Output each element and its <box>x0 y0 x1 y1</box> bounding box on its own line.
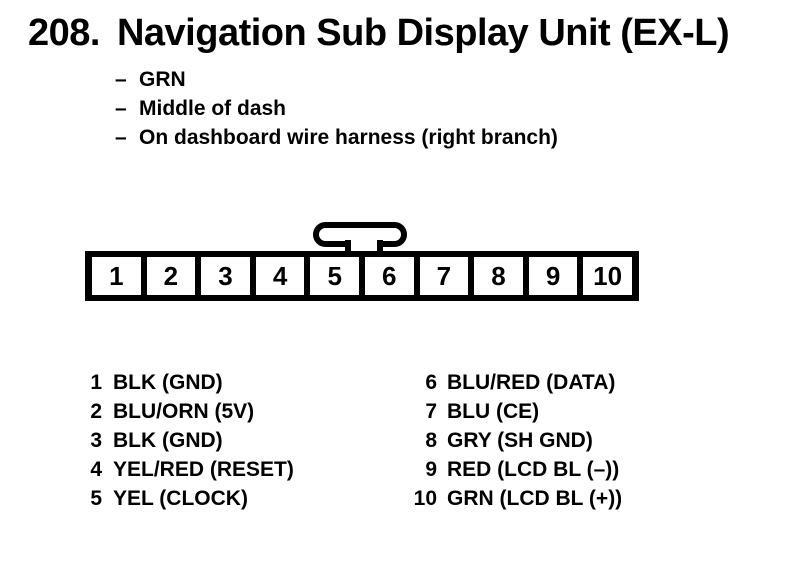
pin-number: 4 <box>90 458 102 481</box>
connector-pin-cell: 2 <box>146 257 196 295</box>
pin-label: GRY (SH GND) <box>447 429 593 452</box>
pin-row: 4 YEL/RED (RESET) <box>83 455 294 484</box>
pin-label: GRN (LCD BL (+)) <box>447 487 623 510</box>
pin-label: YEL (CLOCK) <box>113 487 248 510</box>
pin-label: BLU/RED (DATA) <box>447 371 616 394</box>
detail-text: GRN <box>139 68 186 91</box>
location-details: – GRN – Middle of dash – On dashboard wi… <box>115 65 558 152</box>
pin-row: 9 RED (LCD BL (–)) <box>411 455 622 484</box>
pin-number: 7 <box>425 400 437 423</box>
connector-pin-cell: 3 <box>201 257 250 295</box>
connector-pin-cell: 10 <box>583 257 632 295</box>
connector-pin-cell: 9 <box>528 257 578 295</box>
connector-lock-tab-stem-right <box>377 240 383 251</box>
pin-number: 1 <box>90 371 102 394</box>
pin-row: 5 YEL (CLOCK) <box>83 484 294 513</box>
pin-number: 2 <box>90 400 102 423</box>
connector-body: 1 2 3 4 5 6 7 8 9 10 <box>85 251 639 301</box>
connector-pin-cell: 4 <box>255 257 305 295</box>
pin-label: BLU/ORN (5V) <box>113 400 255 423</box>
connector-pin-cell: 6 <box>364 257 414 295</box>
pinout-list-right: 6 BLU/RED (DATA) 7 BLU (CE) 8 GRY (SH GN… <box>411 368 623 513</box>
pin-row: 6 BLU/RED (DATA) <box>411 368 622 397</box>
dash-bullet: – <box>115 68 127 91</box>
pin-number: 10 <box>413 487 437 510</box>
pin-number: 8 <box>425 429 437 452</box>
section-number: 208. <box>28 12 100 54</box>
detail-text: On dashboard wire harness (right branch) <box>139 126 558 149</box>
dash-bullet: – <box>115 126 127 149</box>
pin-number: 9 <box>425 458 437 481</box>
pin-number: 5 <box>90 487 102 510</box>
detail-item: – On dashboard wire harness (right branc… <box>115 123 558 152</box>
pin-row: 10 GRN (LCD BL (+)) <box>411 484 623 513</box>
section-header: 208. Navigation Sub Display Unit (EX-L) <box>28 12 730 55</box>
pin-row: 1 BLK (GND) <box>83 368 294 397</box>
connector-lock-tab-stem <box>351 240 377 251</box>
pin-label: BLU (CE) <box>447 400 540 423</box>
detail-item: – Middle of dash <box>115 94 558 123</box>
connector-pin-cell: 5 <box>310 257 359 295</box>
pin-row: 3 BLK (GND) <box>83 426 294 455</box>
pin-row: 7 BLU (CE) <box>411 397 622 426</box>
pinout-list-left: 1 BLK (GND) 2 BLU/ORN (5V) 3 BLK (GND) 4… <box>83 368 294 513</box>
pin-number: 3 <box>90 429 102 452</box>
pin-row: 8 GRY (SH GND) <box>411 426 622 455</box>
pin-label: BLK (GND) <box>113 371 223 394</box>
detail-item: – GRN <box>115 65 558 94</box>
detail-text: Middle of dash <box>139 97 286 120</box>
pin-row: 2 BLU/ORN (5V) <box>83 397 294 426</box>
dash-bullet: – <box>115 97 127 120</box>
connector-pin-cell: 7 <box>419 257 469 295</box>
pin-label: BLK (GND) <box>113 429 223 452</box>
pin-label: RED (LCD BL (–)) <box>447 458 620 481</box>
pin-label: YEL/RED (RESET) <box>113 458 294 481</box>
page-title: Navigation Sub Display Unit (EX-L) <box>116 12 730 54</box>
connector-pin-cell: 1 <box>92 257 141 295</box>
connector-pin-cell: 8 <box>474 257 523 295</box>
connector-lock-tab-stem-left <box>345 240 351 251</box>
pin-number: 6 <box>425 371 437 394</box>
